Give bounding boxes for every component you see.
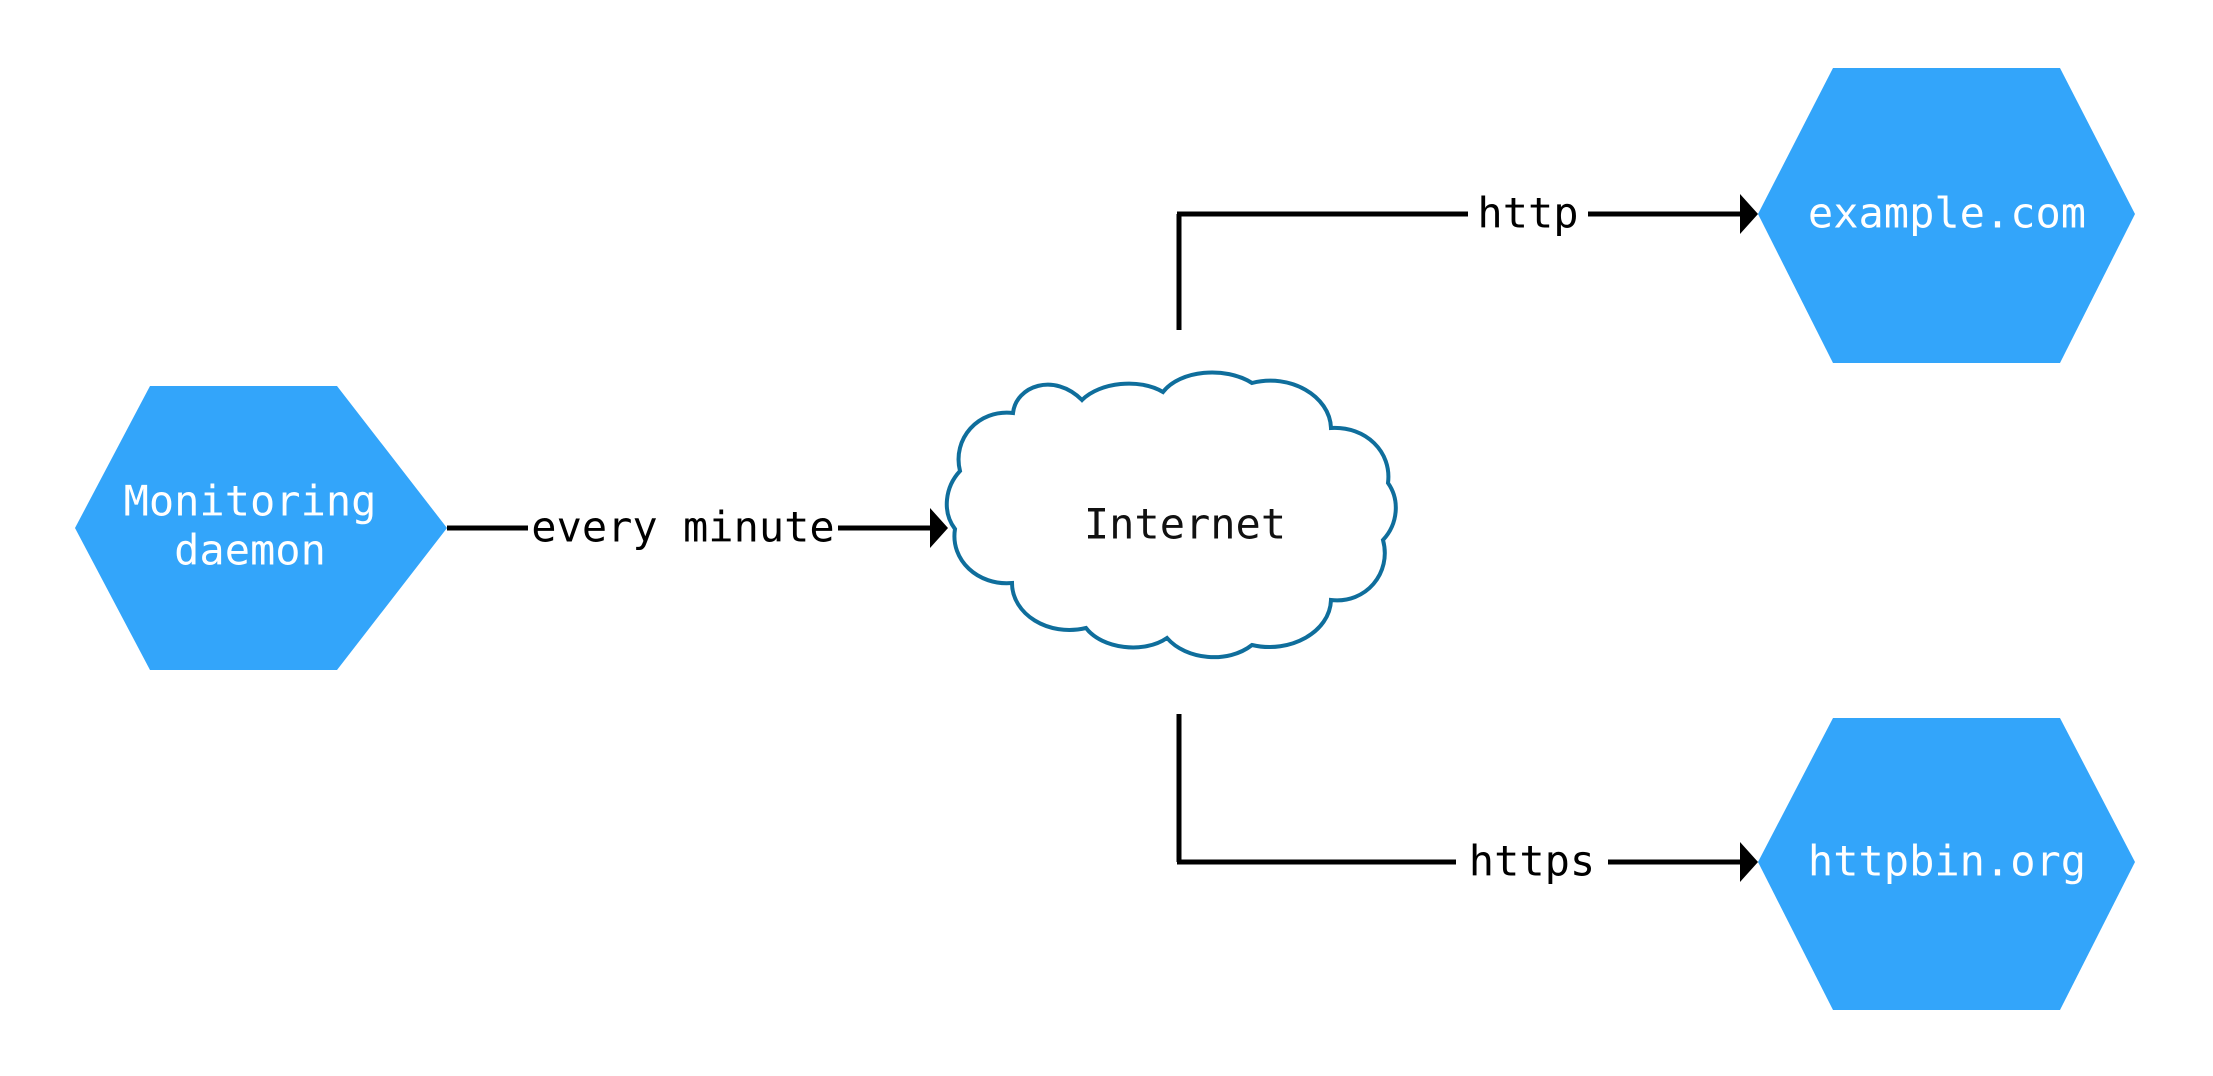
edge-label-http: http xyxy=(1477,189,1578,238)
edge-internet-to-httpbin: https xyxy=(1176,714,1758,886)
node-label-httpbin-org: httpbin.org xyxy=(1808,837,2086,886)
edge-internet-to-example: http xyxy=(1176,189,1758,330)
node-monitoring-daemon[interactable]: Monitoring daemon xyxy=(75,386,447,670)
cloud-shape[interactable] xyxy=(944,370,1398,660)
arrow-head-icon xyxy=(930,508,948,548)
edge-label-https: https xyxy=(1469,837,1595,886)
node-internet[interactable]: Internet xyxy=(944,370,1398,660)
hexagon-shape[interactable] xyxy=(75,386,447,670)
arrow-head-icon xyxy=(1740,194,1758,234)
arrow-head-icon xyxy=(1740,842,1758,882)
node-label-internet: Internet xyxy=(1084,500,1286,549)
node-label-example-com: example.com xyxy=(1808,189,2086,238)
edge-daemon-to-internet: every minute xyxy=(447,503,948,552)
edge-label-every-minute: every minute xyxy=(531,503,834,552)
hexagon-shape[interactable] xyxy=(1758,68,2135,363)
hexagon-shape[interactable] xyxy=(1758,718,2135,1010)
node-httpbin-org[interactable]: httpbin.org xyxy=(1758,718,2135,1010)
node-label-line-2: daemon xyxy=(174,526,326,575)
node-label-line-1: Monitoring xyxy=(124,477,377,526)
node-example-com[interactable]: example.com xyxy=(1758,68,2135,363)
